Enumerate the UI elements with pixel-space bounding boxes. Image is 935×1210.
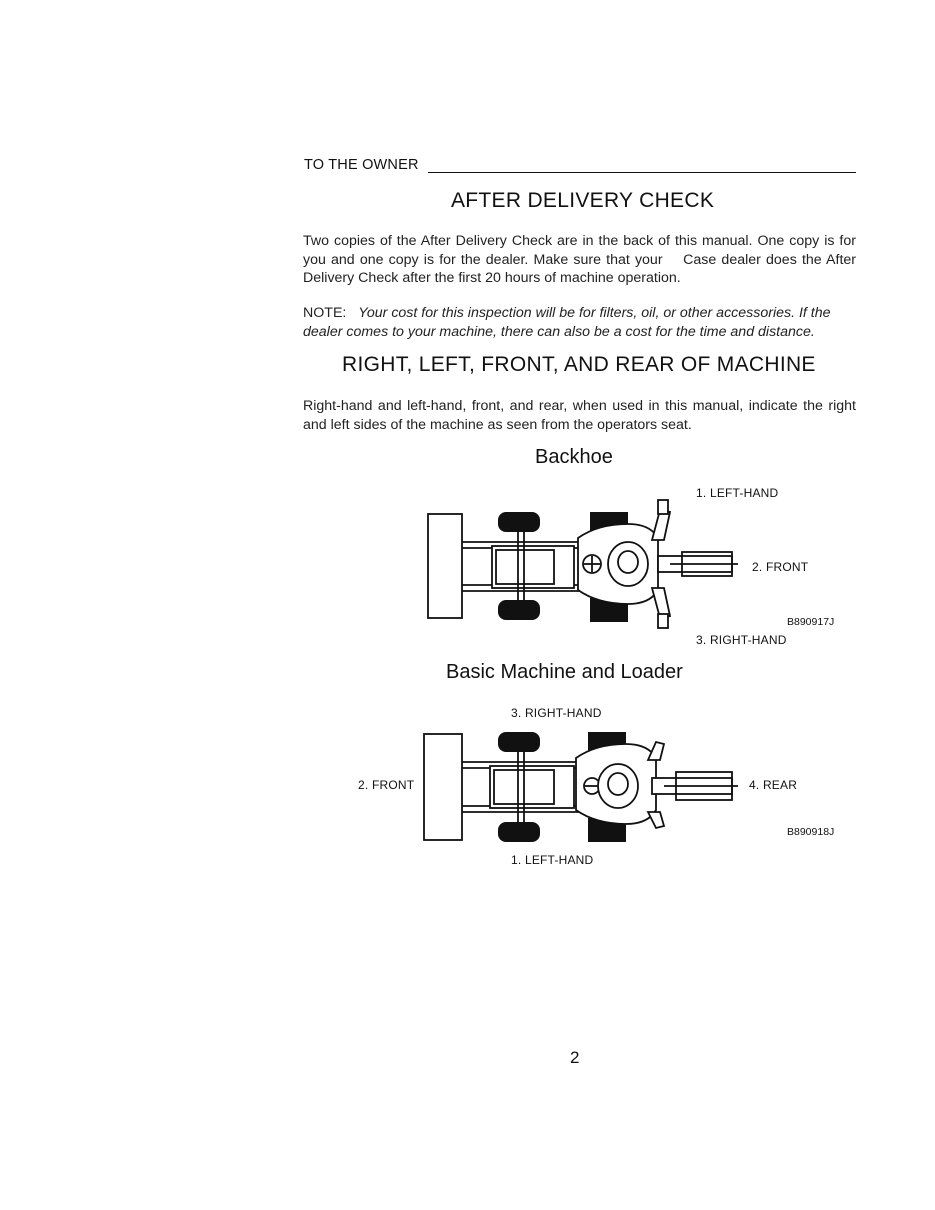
backhoe-label-front: 2. FRONT [752,560,809,574]
note-label: NOTE: [303,305,347,321]
backhoe-label-left-hand: 1. LEFT-HAND [696,486,779,500]
loader-label-rear: 4. REAR [749,778,798,792]
orientation-body: Right-hand and left-hand, front, and rea… [303,398,856,433]
backhoe-figure-code: B890917J [787,616,835,628]
after-delivery-note: NOTE: Your cost for this inspection will… [303,304,856,341]
section-header: TO THE OWNER [304,157,419,173]
loader-figure-code: B890918J [787,826,835,838]
backhoe-label-right-hand: 3. RIGHT-HAND [696,633,787,647]
loader-label-left-hand: 1. LEFT-HAND [511,853,594,867]
loader-figure-title: Basic Machine and Loader [446,661,683,683]
loader-label-front: 2. FRONT [358,778,415,792]
after-delivery-body: Two copies of the After Delivery Check a… [303,233,856,286]
backhoe-machine-illustration [427,499,738,629]
loader-machine-illustration [423,732,738,842]
orientation-title: RIGHT, LEFT, FRONT, AND REAR OF MACHINE [342,353,816,376]
note-text: Your cost for this inspection will be fo… [303,305,831,340]
loader-label-right-hand: 3. RIGHT-HAND [511,706,602,720]
section-rule [428,172,856,173]
page-number: 2 [570,1048,580,1067]
after-delivery-title: AFTER DELIVERY CHECK [451,189,715,212]
backhoe-figure-title: Backhoe [535,446,613,468]
